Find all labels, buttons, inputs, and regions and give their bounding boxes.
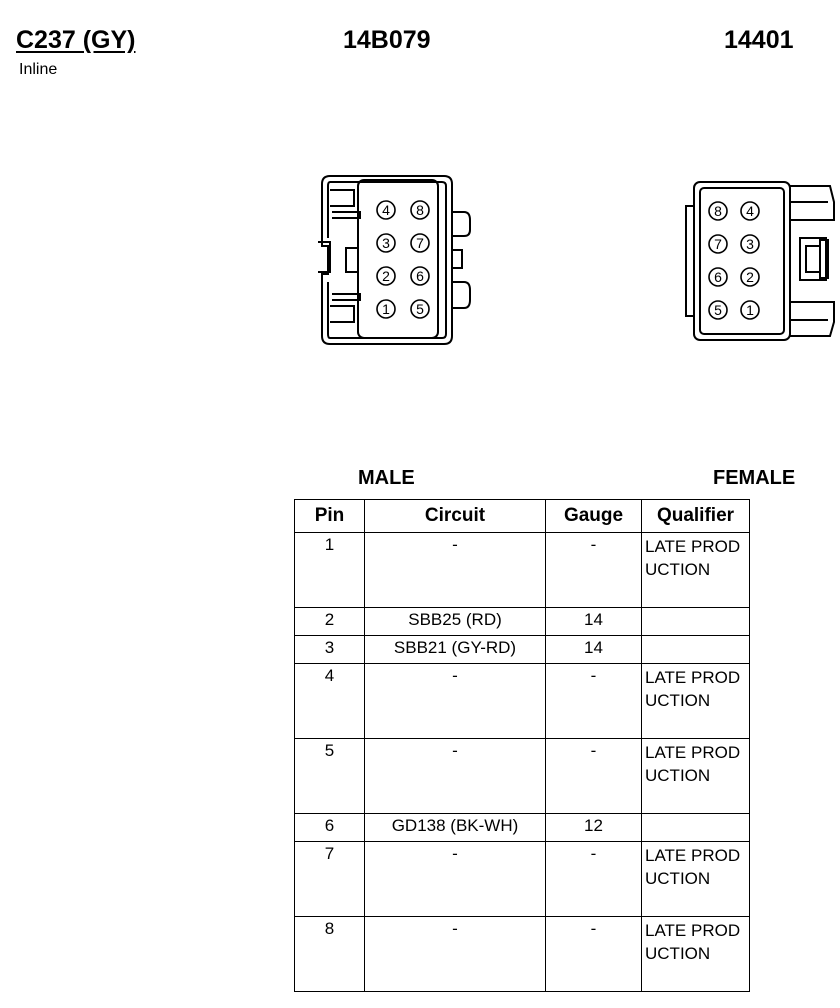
col-header-pin: Pin [294,499,365,533]
cell-gauge: 12 [545,813,642,842]
pin-number: 1 [746,302,754,318]
cell-gauge: 14 [545,635,642,664]
pin-circle [708,234,728,254]
male-pin-grid: 4 8 3 7 2 6 1 5 [376,200,430,319]
cell-pin: 8 [294,916,365,992]
pin-circle [376,233,396,253]
pin-circle [410,299,430,319]
cell-circuit: SBB21 (GY-RD) [364,635,546,664]
table-row: 7--LATE PRODUCTION [294,841,750,917]
cell-pin: 4 [294,663,365,739]
table-row: 8--LATE PRODUCTION [294,916,750,992]
table-header-row: Pin Circuit Gauge Qualifier [294,499,750,533]
col-header-circuit: Circuit [364,499,546,533]
cell-gauge: 14 [545,607,642,636]
cell-qualifier: LATE PRODUCTION [641,841,750,917]
cell-gauge: - [545,916,642,992]
pin-number: 6 [416,268,424,284]
male-view-label: MALE [358,467,415,489]
pin-circle [410,233,430,253]
pin-number: 5 [416,301,424,317]
cell-qualifier: LATE PRODUCTION [641,916,750,992]
base-number: 14401 [724,26,794,54]
pin-circle [376,299,396,319]
part-number: 14B079 [343,26,431,54]
col-header-qualifier: Qualifier [641,499,750,533]
pin-circle [740,201,760,221]
pin-number: 7 [714,236,722,252]
pin-number: 1 [382,301,390,317]
pin-circle [376,266,396,286]
pin-number: 8 [416,202,424,218]
female-pin-grid: 8 4 7 3 6 2 5 1 [708,201,760,320]
pin-circle [740,267,760,287]
table-row: 5--LATE PRODUCTION [294,738,750,814]
pin-number: 2 [382,268,390,284]
cell-qualifier [641,607,750,636]
cell-qualifier [641,635,750,664]
cell-gauge: - [545,663,642,739]
cell-pin: 5 [294,738,365,814]
pin-number: 5 [714,302,722,318]
cell-circuit: - [364,738,546,814]
cell-gauge: - [545,532,642,608]
cell-circuit: - [364,841,546,917]
cell-pin: 7 [294,841,365,917]
pin-circle [376,200,396,220]
cell-pin: 1 [294,532,365,608]
cell-qualifier: LATE PRODUCTION [641,532,750,608]
pin-table: Pin Circuit Gauge Qualifier 1--LATE PROD… [294,499,750,992]
pin-number: 4 [382,202,390,218]
cell-circuit: - [364,663,546,739]
cell-gauge: - [545,841,642,917]
female-view-label: FEMALE [713,467,796,489]
pin-number: 8 [714,203,722,219]
cell-qualifier: LATE PRODUCTION [641,663,750,739]
table-row: 1--LATE PRODUCTION [294,532,750,608]
male-connector-view: 4 8 3 7 2 6 1 5 [318,175,471,345]
pin-circle [410,266,430,286]
pin-circle [708,300,728,320]
female-connector-view: 8 4 7 3 6 2 5 1 [685,181,835,341]
connector-location: Inline [19,61,58,78]
cell-qualifier [641,813,750,842]
pin-circle [740,234,760,254]
pin-circle [708,267,728,287]
col-header-gauge: Gauge [545,499,642,533]
pin-number: 3 [382,235,390,251]
cell-gauge: - [545,738,642,814]
cell-circuit: - [364,916,546,992]
cell-qualifier: LATE PRODUCTION [641,738,750,814]
cell-circuit: SBB25 (RD) [364,607,546,636]
pin-circle [410,200,430,220]
table-row: 4--LATE PRODUCTION [294,663,750,739]
cell-pin: 2 [294,607,365,636]
cell-circuit: GD138 (BK-WH) [364,813,546,842]
cell-pin: 3 [294,635,365,664]
pin-circle [740,300,760,320]
pin-number: 4 [746,203,754,219]
pin-number: 3 [746,236,754,252]
pin-number: 2 [746,269,754,285]
pin-number: 7 [416,235,424,251]
cell-circuit: - [364,532,546,608]
connector-id: C237 (GY) [16,26,136,54]
pin-circle [708,201,728,221]
pin-number: 6 [714,269,722,285]
cell-pin: 6 [294,813,365,842]
